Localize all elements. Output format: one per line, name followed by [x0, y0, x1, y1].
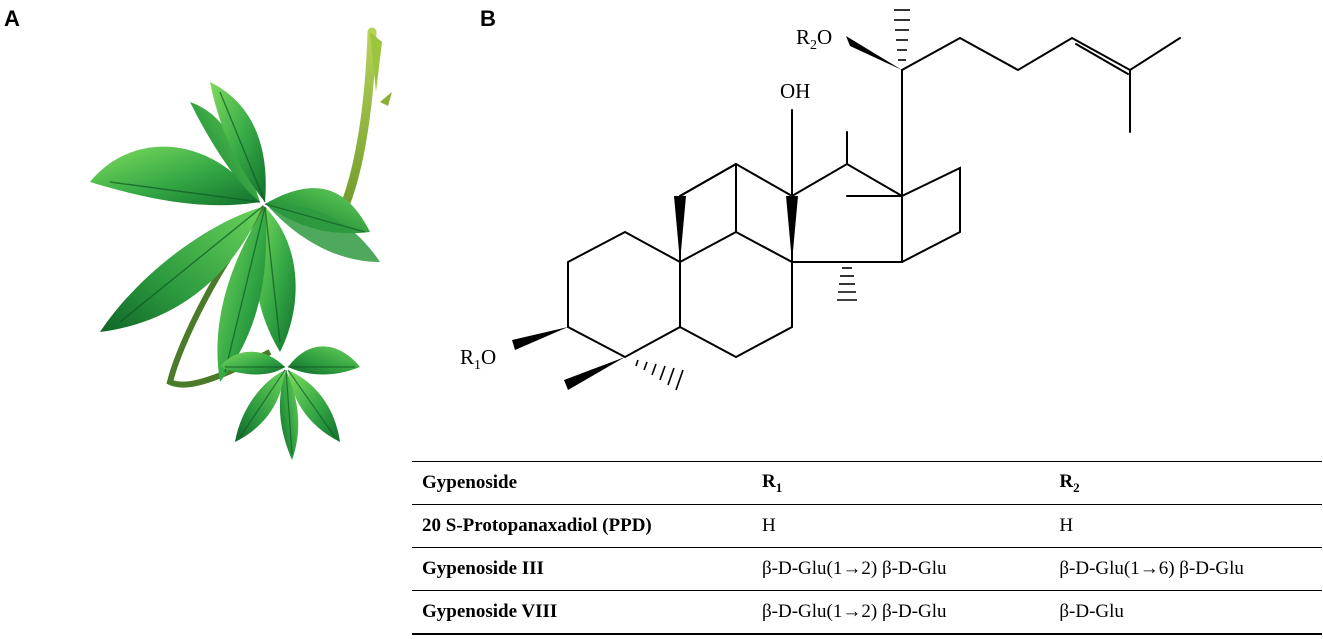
panel-label-b: B	[480, 6, 496, 31]
row-name: 20 S-Protopanaxadiol (PPD)	[422, 515, 652, 536]
table-header-row: Gypenoside R1 R2	[412, 461, 1322, 505]
row-r1: H	[762, 515, 776, 536]
wedge-c10-methyl	[674, 196, 686, 262]
wedge-c4-methyl	[564, 357, 625, 390]
row-name: Gypenoside III	[422, 558, 544, 579]
row-r1: β-D-Glu(1→2) β-D-Glu	[762, 601, 947, 622]
r2o-label: R2O	[796, 25, 832, 53]
oh-label: OH	[780, 79, 810, 103]
wedge-r2o	[846, 36, 902, 70]
wedge-r1o	[512, 327, 568, 350]
r1o-label: R1O	[460, 345, 496, 373]
row-r2: β-D-Glu(1→6) β-D-Glu	[1059, 558, 1244, 579]
table-row: 20 S-Protopanaxadiol (PPD) H H	[412, 505, 1322, 548]
side-chain	[901, 36, 1181, 197]
main-stem	[337, 27, 377, 217]
protopanaxadiol-structure: R1O R2O OH	[460, 9, 1181, 391]
row-r2: H	[1059, 515, 1074, 536]
header-r2: R2	[1059, 470, 1080, 495]
large-leaf-cluster	[90, 82, 380, 382]
row-name: Gypenoside VIII	[422, 601, 558, 622]
hashed-c14-methyl	[837, 267, 857, 301]
ring-e	[846, 166, 961, 263]
small-leaf-cluster	[220, 346, 360, 460]
table-row: Gypenoside III β-D-Glu(1→2) β-D-Glu β-D-…	[412, 548, 1322, 591]
gynostemma-plant-illustration	[90, 27, 392, 460]
table-row: Gypenoside VIII β-D-Glu(1→2) β-D-Glu β-D…	[412, 591, 1322, 634]
header-r1: R1	[762, 470, 783, 495]
row-r2: β-D-Glu	[1059, 601, 1124, 622]
ring-a	[567, 230, 681, 359]
hashed-c4-methyl	[635, 359, 684, 391]
panel-label-a: A	[4, 6, 20, 31]
hashed-c20-methyl	[894, 9, 910, 61]
ring-b	[679, 230, 793, 359]
header-gypenoside: Gypenoside	[422, 472, 518, 493]
gypenoside-table: Gypenoside R1 R2 20 S-Protopanaxadiol (P…	[412, 461, 1322, 635]
ring-d	[791, 162, 903, 263]
wedge-c8-methyl	[786, 196, 798, 262]
row-r1: β-D-Glu(1→2) β-D-Glu	[762, 558, 947, 579]
